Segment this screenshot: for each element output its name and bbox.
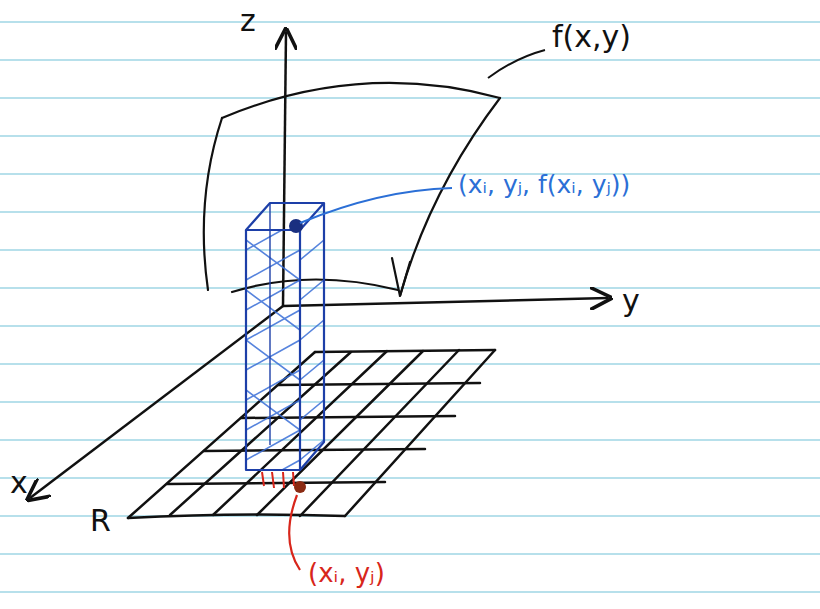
axis-label: y (622, 286, 640, 316)
axis-label: z (240, 6, 256, 36)
leader-line (289, 495, 300, 570)
region-label: R (90, 506, 111, 536)
function-label: f(x,y) (552, 22, 631, 52)
riemann-column (246, 203, 324, 490)
region-grid (128, 350, 495, 518)
base-dot (294, 481, 306, 493)
ruled-lines (0, 22, 820, 592)
surface (204, 83, 500, 296)
axis-label: x (10, 468, 28, 498)
point-label: (xᵢ, yⱼ) (308, 560, 385, 586)
axes (30, 32, 608, 498)
leader-line (488, 50, 545, 78)
base-point (262, 472, 294, 488)
point-label: (xᵢ, yⱼ, f(xᵢ, yⱼ)) (458, 172, 630, 197)
leader-line (300, 188, 452, 223)
